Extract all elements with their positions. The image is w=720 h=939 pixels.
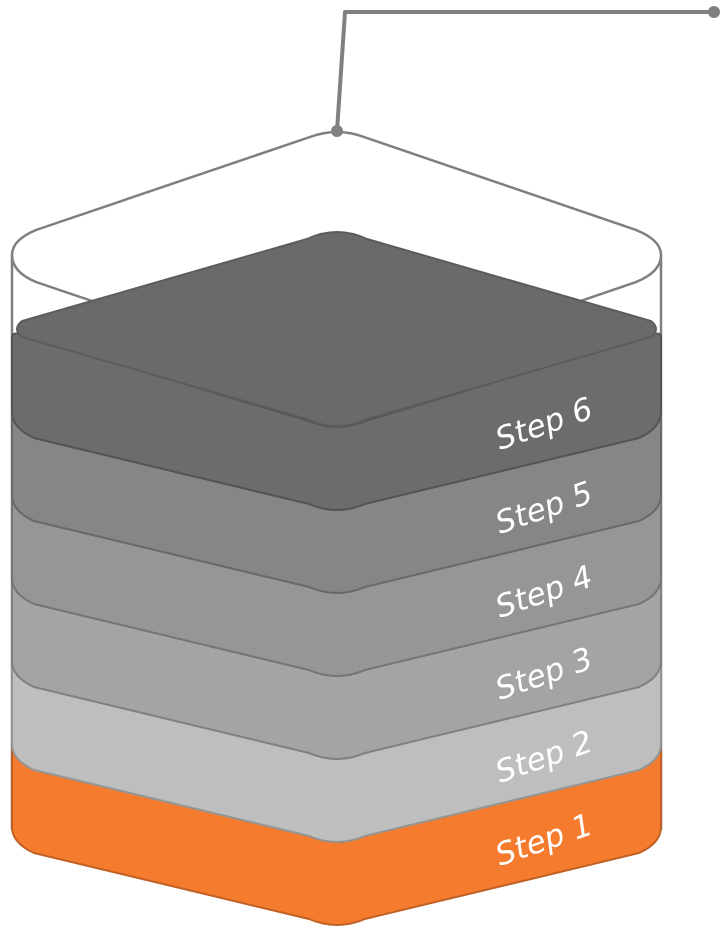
layer-step-6 [11, 332, 662, 511]
callout-dot-anchor [331, 125, 343, 137]
callout-connector-line [335, 10, 714, 132]
layers-group [11, 231, 662, 926]
layer-step-6-top-face [16, 231, 657, 427]
callout-dot-top [708, 6, 720, 18]
